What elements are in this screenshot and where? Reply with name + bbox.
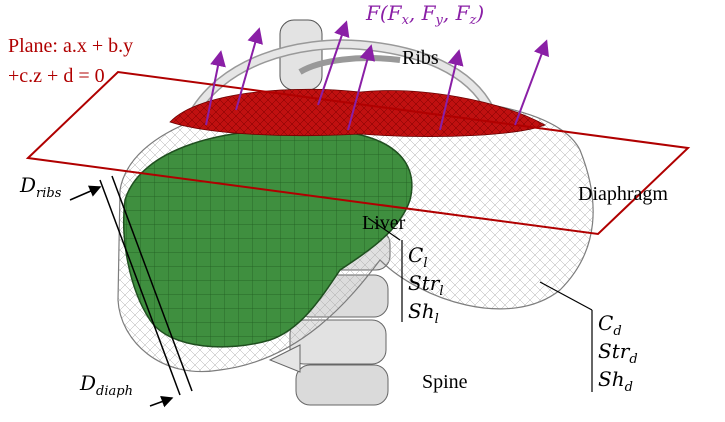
diaph-param-sh: Shd [598, 367, 633, 395]
liver-param-sh: Shl [408, 299, 439, 327]
plane-label-line2: +c.z + d = 0 [8, 65, 105, 87]
diaphragm-label: Diaphragm [578, 183, 668, 205]
plane-label-line1: Plane: a.x + b.y [8, 35, 133, 57]
liver-param-str: Strl [408, 271, 443, 299]
d-diaph-arrow [150, 398, 172, 406]
ribs-label: Ribs [402, 47, 439, 69]
force-label: F(Fx, Fy, Fz) [365, 1, 484, 28]
diaph-param-str: Strd [598, 339, 638, 367]
spine-label: Spine [422, 371, 468, 393]
liver-label: Liver [362, 212, 406, 234]
d-ribs-label: Dribs [19, 173, 62, 201]
d-ribs-arrow [70, 187, 100, 200]
force-arrow-6 [515, 45, 545, 125]
d-diaph-label: Ddiaph [79, 371, 133, 399]
diaphragm-params: Cd Strd Shd [540, 282, 638, 395]
diaph-param-c: Cd [598, 311, 622, 339]
